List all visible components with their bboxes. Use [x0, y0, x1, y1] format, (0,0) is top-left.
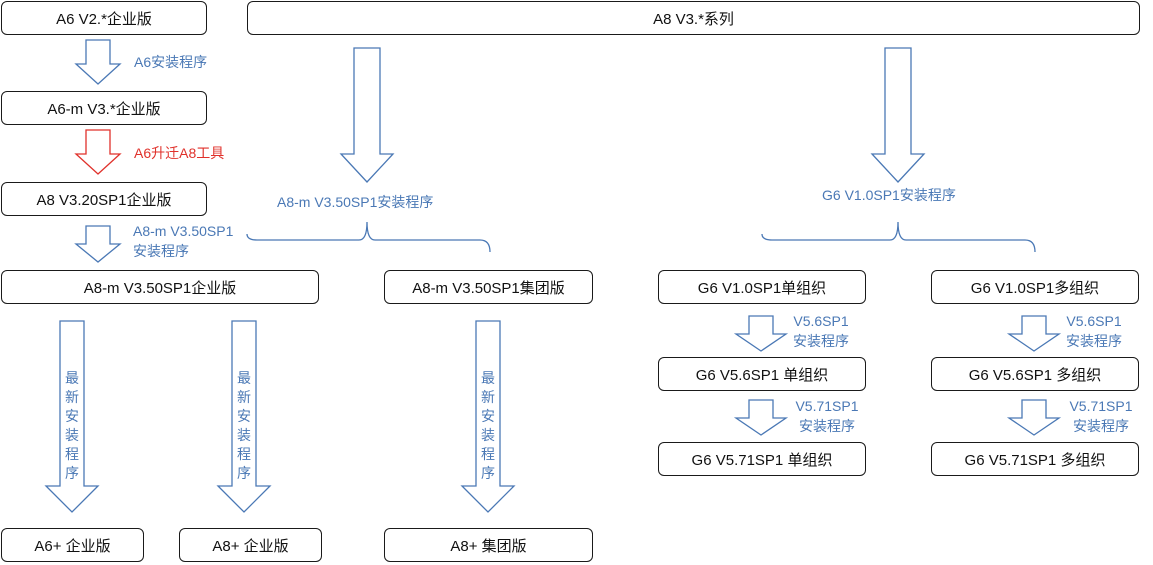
arrow-a8m-install: [74, 225, 122, 263]
node-g6-v10sp1-single-org: G6 V1.0SP1单组织: [658, 270, 866, 304]
arrow-g6-multi-v571: [1006, 399, 1062, 436]
arrow-latest-a6plus: [44, 320, 100, 513]
label-v571-multi-line2: 安装程序: [1073, 418, 1129, 434]
arrow-g6-multi-v56: [1006, 315, 1062, 352]
label-latest-install-a8plus: 最新安装程序: [237, 370, 251, 481]
arrow-a6-upgrade: [74, 129, 122, 175]
label-latest-install-a6plus: 最新安装程序: [65, 370, 79, 481]
node-a8-v3-series: A8 V3.*系列: [247, 1, 1140, 35]
node-g6-v571sp1-multi-org: G6 V5.71SP1 多组织: [931, 442, 1139, 476]
arrow-latest-a8plus: [216, 320, 272, 513]
bracket-a8m-split: [246, 221, 491, 253]
label-v56-single-line1: V5.6SP1: [793, 313, 849, 329]
label-a8m-install-full: A8-m V3.50SP1安装程序: [277, 194, 434, 210]
label-a8m-install-line2: 安装程序: [133, 243, 189, 259]
arrow-g6-single-v56: [733, 315, 789, 352]
label-v571-multi-line1: V5.71SP1: [1069, 398, 1133, 414]
label-a6-install: A6安装程序: [134, 54, 208, 70]
node-g6-v56sp1-single-org: G6 V5.6SP1 单组织: [658, 357, 866, 391]
node-a8plus-group: A8+ 集团版: [384, 528, 593, 562]
node-a6-v2-enterprise: A6 V2.*企业版: [1, 1, 207, 35]
label-v571-single-line1: V5.71SP1: [795, 398, 859, 414]
node-a8m-v350sp1-enterprise: A8-m V3.50SP1企业版: [1, 270, 319, 304]
label-latest-install-a8plus-group: 最新安装程序: [481, 370, 495, 481]
arrow-a8v3-to-a8m: [339, 47, 395, 183]
label-a8m-install-line1: A8-m V3.50SP1: [133, 223, 234, 239]
bracket-g6-split: [761, 221, 1036, 253]
node-a8m-v350sp1-group: A8-m V3.50SP1集团版: [384, 270, 593, 304]
label-a6-upgrade-tool: A6升迁A8工具: [134, 145, 225, 161]
arrow-latest-a8plus-group: [460, 320, 516, 513]
node-a6plus-enterprise: A6+ 企业版: [1, 528, 144, 562]
arrow-g6-single-v571: [733, 399, 789, 436]
node-g6-v571sp1-single-org: G6 V5.71SP1 单组织: [658, 442, 866, 476]
arrow-a8v3-to-g6: [870, 47, 926, 183]
label-g6-install: G6 V1.0SP1安装程序: [822, 187, 956, 203]
label-v56-multi-line2: 安装程序: [1066, 333, 1122, 349]
node-a6m-v3-enterprise: A6-m V3.*企业版: [1, 91, 207, 125]
node-g6-v10sp1-multi-org: G6 V1.0SP1多组织: [931, 270, 1139, 304]
node-a8-v320sp1-enterprise: A8 V3.20SP1企业版: [1, 182, 207, 216]
label-v56-multi-line1: V5.6SP1: [1066, 313, 1122, 329]
label-v56-single-line2: 安装程序: [793, 333, 849, 349]
label-v571-single-line2: 安装程序: [799, 418, 855, 434]
node-a8plus-enterprise: A8+ 企业版: [179, 528, 322, 562]
arrow-a6-install: [74, 39, 122, 85]
node-g6-v56sp1-multi-org: G6 V5.6SP1 多组织: [931, 357, 1139, 391]
